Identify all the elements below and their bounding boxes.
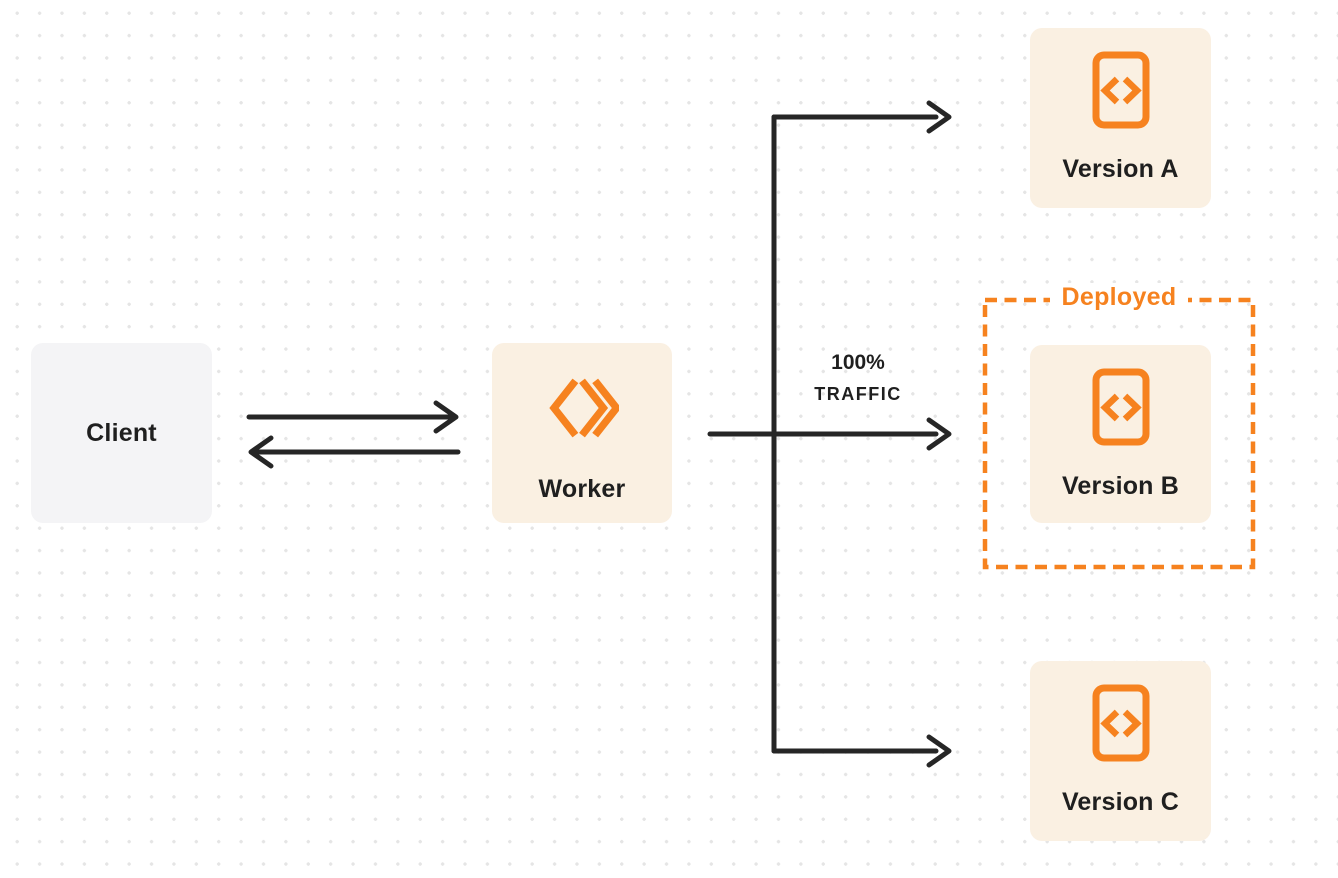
client-to-worker-arrow <box>246 400 459 434</box>
version-c-node: Version C <box>1030 661 1211 841</box>
version-b-node-label: Version B <box>1061 472 1180 500</box>
client-node-label: Client <box>86 418 157 447</box>
version-c-node-label: Version C <box>1061 788 1180 816</box>
traffic-arrow-version-b <box>926 417 952 451</box>
client-node: Client <box>31 343 212 523</box>
traffic-percentage-value: 100% <box>831 351 885 374</box>
traffic-percentage-caption: TRAFFIC <box>814 384 902 404</box>
version-b-node: Version B <box>1030 345 1211 523</box>
version-a-node-label: Version A <box>1062 155 1179 183</box>
traffic-percentage-label: 100% TRAFFIC <box>772 351 944 405</box>
workers-double-chevron-icon <box>545 373 622 448</box>
worker-node: Worker <box>492 343 672 523</box>
deployed-region-label: Deployed <box>985 283 1253 312</box>
worker-node-label: Worker <box>538 475 626 503</box>
version-a-node: Version A <box>1030 28 1211 208</box>
deployed-dashed-border <box>982 297 1256 570</box>
branch-arrow-version-a <box>771 100 952 134</box>
code-document-icon <box>1092 684 1150 767</box>
code-document-icon <box>1092 368 1150 451</box>
branch-arrow-version-c <box>771 734 952 768</box>
worker-to-client-arrow <box>248 435 461 469</box>
code-document-icon <box>1092 51 1150 134</box>
